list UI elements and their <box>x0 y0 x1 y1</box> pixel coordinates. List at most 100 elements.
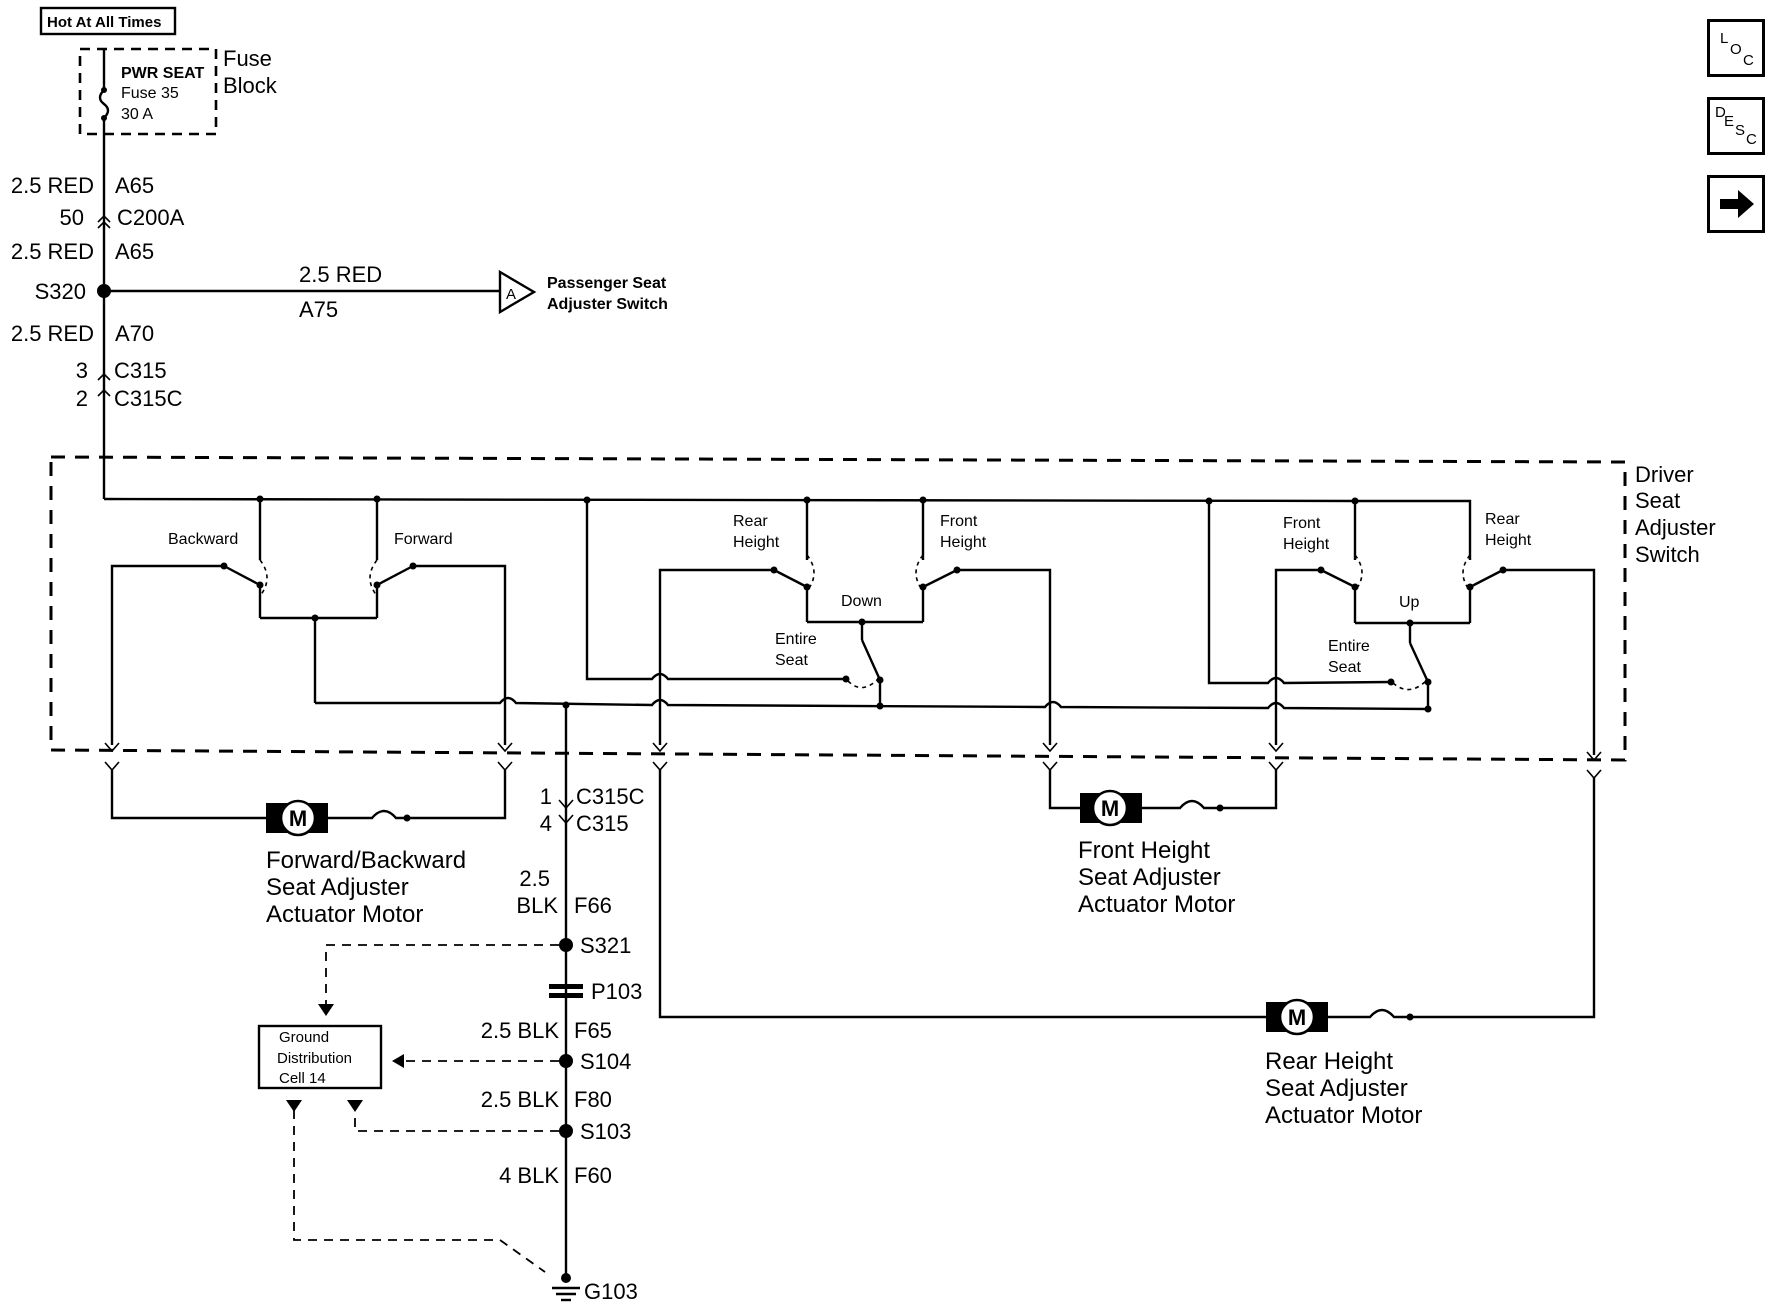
g103-reference-line <box>293 1110 546 1273</box>
feed-wire2-circuit: A65 <box>115 239 154 264</box>
c315-pin: 3 <box>76 358 88 383</box>
fwd-back-motor-label-2: Seat Adjuster <box>266 874 409 901</box>
fwd-back-motor-symbol: M <box>289 806 307 831</box>
front-motor-label-1: Front Height <box>1078 837 1210 864</box>
driver-switch-label-2: Seat <box>1635 488 1680 513</box>
up-entire-label-2: Seat <box>1328 659 1361 676</box>
f66-size-1: 2.5 <box>519 866 550 891</box>
s321-label: S321 <box>580 933 631 958</box>
rear-motor-symbol: M <box>1288 1005 1306 1030</box>
ground-dist-label-1: Ground <box>279 1029 329 1046</box>
driver-switch-label-1: Driver <box>1635 462 1694 487</box>
ground-dist-label-2: Distribution <box>277 1050 352 1067</box>
front-motor-label-2: Seat Adjuster <box>1078 864 1221 891</box>
hot-at-all-times-label: Hot At All Times <box>47 14 161 31</box>
front-motor-wiring <box>1048 770 1278 810</box>
s321-splice <box>559 938 573 952</box>
fuse-block-outline <box>78 47 218 136</box>
s321-reference-line <box>325 944 559 1008</box>
ground-c315-name: C315 <box>576 811 629 836</box>
up-label: Up <box>1399 594 1420 611</box>
up-front-label-2: Height <box>1283 536 1330 553</box>
c315c-name: C315C <box>114 386 183 411</box>
g103-label: G103 <box>584 1279 638 1304</box>
passenger-seat-label-2: Adjuster Switch <box>547 296 668 313</box>
ground-symbol-icon <box>552 1273 580 1302</box>
down-front-label-1: Front <box>940 513 978 530</box>
c200a-name: C200A <box>117 205 185 230</box>
ground-c315c-name: C315C <box>576 784 645 809</box>
s321-reference-arrow <box>318 1004 334 1016</box>
front-height-motor <box>1080 789 1224 827</box>
desc-button[interactable]: D E S C <box>1707 97 1765 155</box>
fwd-back-switch-section <box>110 495 507 745</box>
front-motor-symbol: M <box>1101 796 1119 821</box>
down-switch-section <box>583 496 1052 745</box>
switch-output-connectors <box>104 742 1602 780</box>
f65-circuit: F65 <box>574 1018 612 1043</box>
branch-wire-circuit: A75 <box>299 297 338 322</box>
c200a-pin: 50 <box>60 205 84 230</box>
ground-distribution-box <box>257 1024 383 1090</box>
c315c-pin: 2 <box>76 386 88 411</box>
p103-passthrough <box>549 984 583 998</box>
s103-splice <box>559 1124 573 1138</box>
loc-letter-l: L <box>1720 30 1729 47</box>
down-entire-label-2: Seat <box>775 652 808 669</box>
switch-bottom-bus <box>315 696 1429 711</box>
desc-letter-d: D <box>1715 104 1726 121</box>
f66-size-2: BLK <box>516 893 558 918</box>
f60-circuit: F60 <box>574 1163 612 1188</box>
next-button[interactable] <box>1707 175 1765 233</box>
s103-reference-line <box>354 1112 559 1132</box>
s103-label: S103 <box>580 1119 631 1144</box>
hot-at-all-times-box <box>39 6 177 36</box>
fwd-back-motor <box>266 799 411 837</box>
f65-size: 2.5 BLK <box>481 1018 560 1043</box>
driver-switch-label-3: Adjuster <box>1635 515 1716 540</box>
rear-motor-wiring <box>658 770 1596 1019</box>
down-rear-label-1: Rear <box>733 513 768 530</box>
p103-label: P103 <box>591 979 642 1004</box>
backward-label: Backward <box>168 531 238 548</box>
s103-reference-arrow <box>347 1100 363 1112</box>
c315-connector <box>97 372 111 397</box>
fuse-line-2: Fuse 35 <box>121 85 179 102</box>
up-switch-section <box>1205 497 1596 755</box>
fwd-back-motor-label-3: Actuator Motor <box>266 901 423 928</box>
down-front-label-2: Height <box>940 534 987 551</box>
c200a-connector <box>97 214 111 229</box>
feed-wire3-circuit: A70 <box>115 321 154 346</box>
desc-letter-s: S <box>1735 122 1746 139</box>
desc-letter-e: E <box>1724 113 1735 130</box>
c315-name: C315 <box>114 358 167 383</box>
driver-switch-outline <box>49 455 1627 762</box>
front-motor-label-3: Actuator Motor <box>1078 891 1235 918</box>
feed-wire2-size: 2.5 RED <box>11 239 94 264</box>
up-entire-label-1: Entire <box>1328 638 1370 655</box>
loc-button[interactable]: L O C <box>1707 19 1765 77</box>
ground-dist-label-3: Cell 14 <box>279 1070 326 1087</box>
up-rear-label-2: Height <box>1485 532 1532 549</box>
rear-motor-label-3: Actuator Motor <box>1265 1102 1422 1129</box>
arrow-right-icon <box>1720 190 1754 218</box>
f66-circuit: F66 <box>574 893 612 918</box>
branch-wire-size: 2.5 RED <box>299 262 382 287</box>
ground-c315-pin: 4 <box>540 811 552 836</box>
passenger-seat-label-1: Passenger Seat <box>547 275 667 292</box>
loc-letter-c: C <box>1743 52 1754 69</box>
fuse-block-label-1: Fuse <box>223 46 272 71</box>
feed-wire1-size: 2.5 RED <box>11 173 94 198</box>
ground-c315c-pin: 1 <box>540 784 552 809</box>
s104-reference-arrow <box>392 1054 404 1068</box>
g103-reference-arrow <box>286 1100 302 1112</box>
connector-a-label: A <box>506 286 516 303</box>
fuse-line-1: PWR SEAT <box>121 65 204 82</box>
s320-label: S320 <box>35 279 86 304</box>
f80-circuit: F80 <box>574 1087 612 1112</box>
down-entire-label-1: Entire <box>775 631 817 648</box>
rear-motor-label-2: Seat Adjuster <box>1265 1075 1408 1102</box>
switch-top-bus <box>103 497 1359 503</box>
rear-height-motor <box>1266 998 1414 1036</box>
